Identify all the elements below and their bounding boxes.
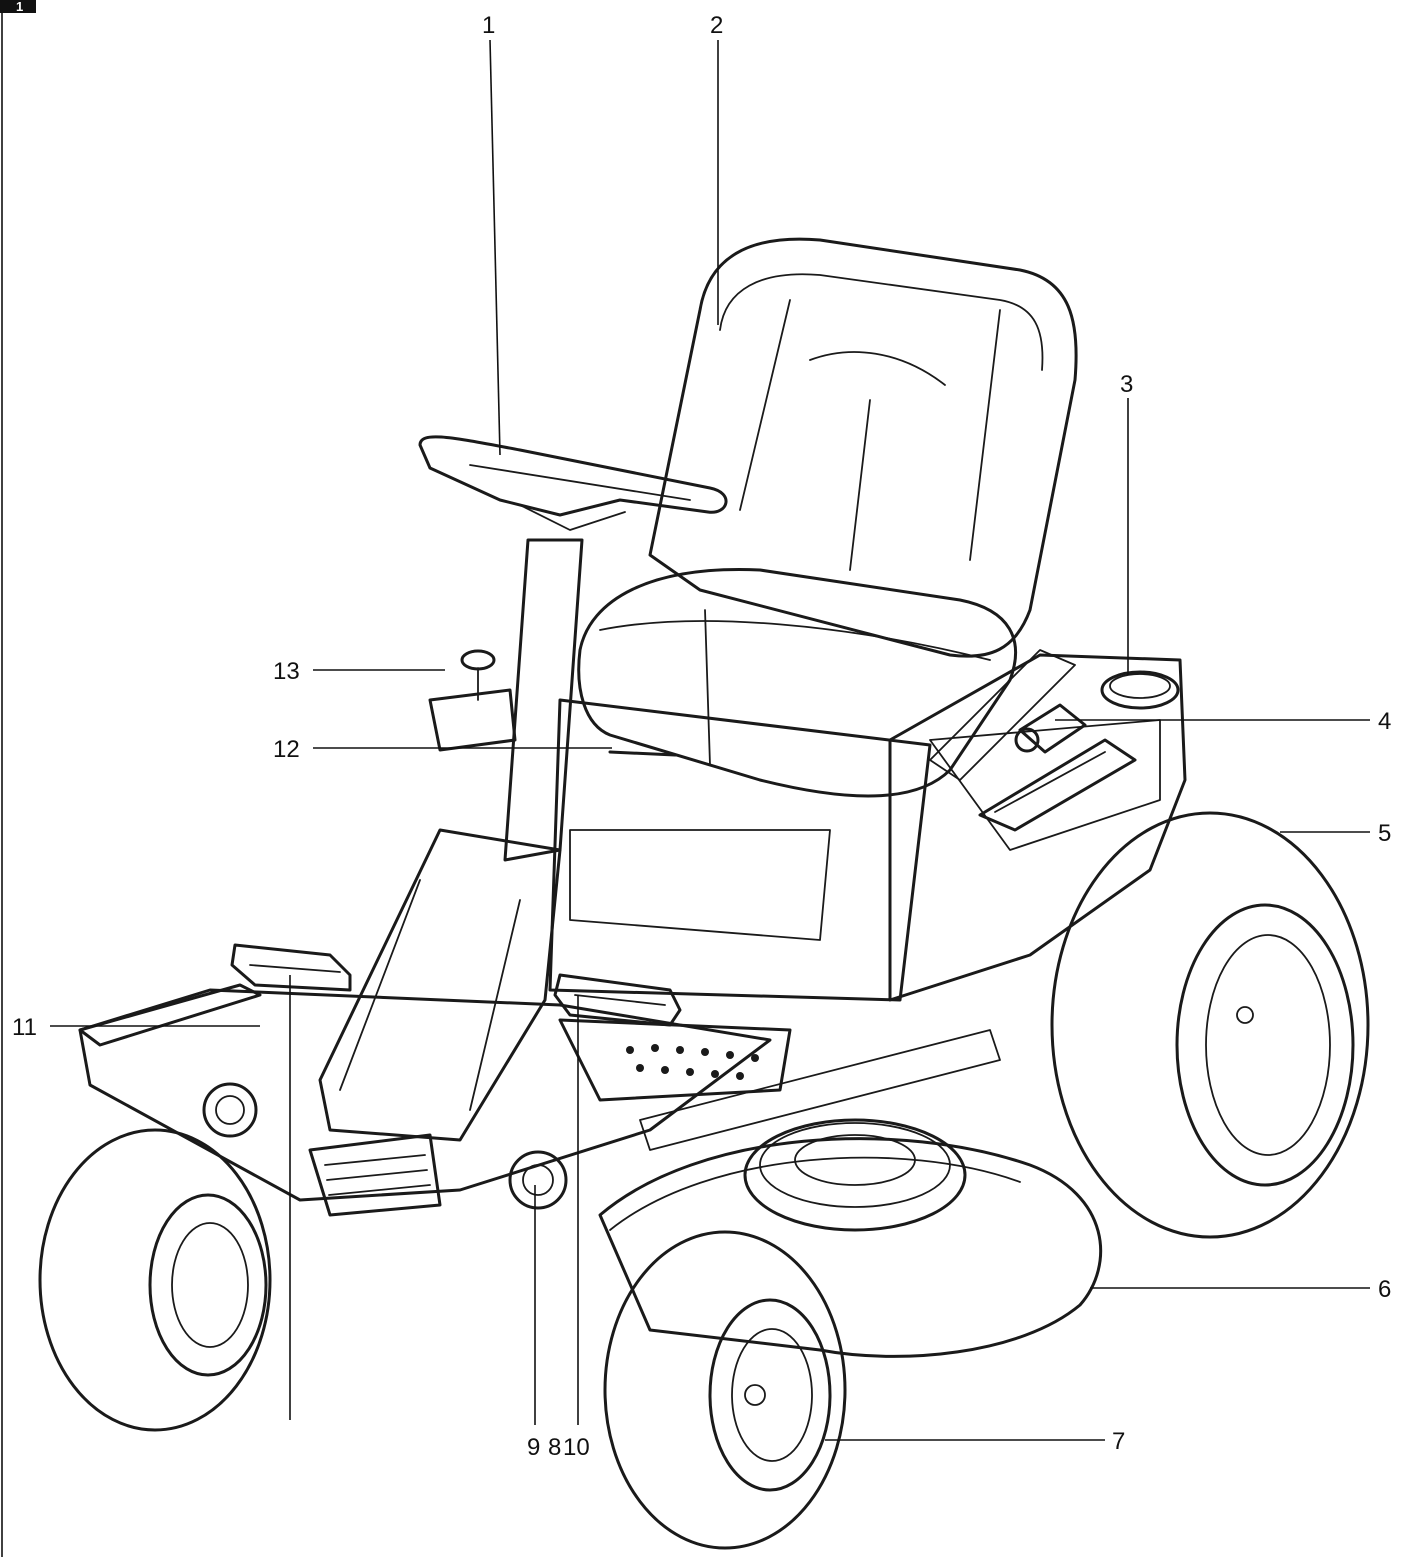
label-5: 5 <box>1378 820 1391 847</box>
steering-wheel <box>418 435 728 531</box>
label-2: 2 <box>710 12 723 39</box>
label-7: 7 <box>1112 1428 1125 1455</box>
height-adjust-knob <box>1014 703 1087 754</box>
label-6: 6 <box>1378 1276 1391 1303</box>
mower-deck <box>598 1118 1103 1358</box>
headlight-right <box>508 1150 568 1210</box>
label-10: 10 <box>563 1434 590 1461</box>
seat-base <box>548 698 932 1002</box>
foot-plate <box>558 1018 792 1102</box>
label-3: 3 <box>1120 371 1133 398</box>
label-4: 4 <box>1378 708 1391 735</box>
control-panel <box>428 649 517 752</box>
steering-column <box>318 538 584 1142</box>
seat-support <box>929 649 1076 781</box>
front-left-wheel <box>38 1128 272 1432</box>
front-right-wheel <box>603 1230 847 1550</box>
pedal-right <box>553 973 682 1027</box>
foot-plate-holes <box>626 1044 759 1080</box>
leader-1 <box>489 39 501 456</box>
callout-labels: 1 2 3 4 5 6 7 9 8 10 11 12 13 <box>12 12 1391 1461</box>
chassis-body <box>78 653 1187 1217</box>
seat-lever <box>608 750 677 757</box>
deck-pulley-cover <box>743 1118 967 1232</box>
label-1: 1 <box>482 12 495 39</box>
gear-slot <box>978 738 1137 832</box>
leader-lines <box>50 39 1370 1441</box>
front-grille <box>308 1133 442 1217</box>
headlight-left <box>202 1082 258 1138</box>
fuel-cap <box>1100 670 1180 710</box>
rear-fender <box>888 653 1187 1002</box>
label-9: 9 <box>527 1434 540 1461</box>
label-12: 12 <box>273 736 300 763</box>
label-11: 11 <box>12 1014 37 1041</box>
side-rail <box>78 983 262 1047</box>
label-8: 8 <box>548 1434 561 1461</box>
front-frame <box>78 988 772 1202</box>
seat-cushion <box>577 568 1018 798</box>
rear-wheel <box>1050 811 1370 1239</box>
seat-backrest <box>648 237 1078 658</box>
figure-badge: 1 <box>0 0 36 14</box>
figure-badge-text: 1 <box>16 0 23 14</box>
pedal-left <box>230 943 352 992</box>
label-13: 13 <box>273 658 300 685</box>
